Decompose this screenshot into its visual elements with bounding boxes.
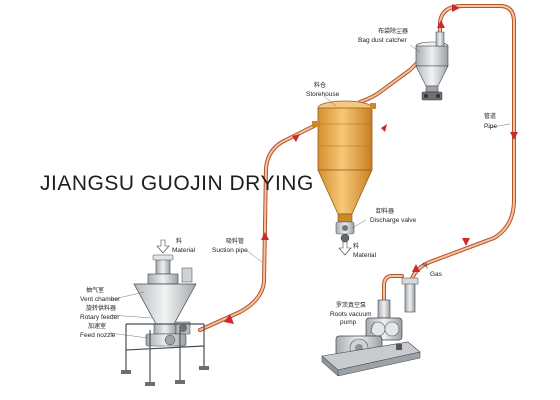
roots-pump-label-en: Roots vacuum xyxy=(330,311,372,318)
watermark-text: JIANGSU GUOJIN DRYING xyxy=(40,172,314,195)
pipe-network xyxy=(198,4,516,332)
arrow-top-right xyxy=(452,4,460,12)
storehouse-to-catcher-pipe xyxy=(358,54,426,104)
suction-pipe-line xyxy=(198,122,320,332)
roots-pump-label-cn: 罗茨真空泵 xyxy=(336,301,366,309)
catcher-vent-pipe xyxy=(382,274,404,302)
roots-vacuum-pump xyxy=(321,277,421,377)
gas-label-en: Gas xyxy=(430,271,443,278)
bag-dust-catcher-label-en: Bag dust catcher xyxy=(358,37,408,44)
bag-dust-catcher xyxy=(415,31,449,101)
material-bottom-label-cn: 料 xyxy=(353,242,359,250)
feed-nozzle-label-en: Feed nozzle xyxy=(80,332,116,339)
arrow-right-lower xyxy=(462,238,470,246)
material-top-label-en: Material xyxy=(172,247,196,254)
arrow-suction-1 xyxy=(224,314,234,324)
pipe-label-cn: 管道 xyxy=(484,112,496,120)
roots-pump-label-en-2: pump xyxy=(340,319,357,326)
pipe-label-en: Pipe xyxy=(484,123,497,130)
storehouse xyxy=(312,100,376,243)
material-outlet-arrow xyxy=(338,241,352,256)
discharge-valve-label-cn: 卸料器 xyxy=(376,207,394,215)
suction-pipe-label-en: Suction pipe xyxy=(212,247,248,254)
arrow-suction-up xyxy=(261,232,269,240)
arrow-pipe-down xyxy=(510,132,518,140)
bag-dust-catcher-label-cn: 布袋除尘器 xyxy=(378,27,408,35)
storehouse-label-cn: 料仓 xyxy=(314,81,326,89)
labels: 布袋除尘器 Bag dust catcher 料仓 Storehouse 管道 … xyxy=(80,27,497,339)
rotary-feeder-label-cn: 旋转供料器 xyxy=(86,304,116,312)
arrow-storehouse-out xyxy=(381,124,387,132)
feed-nozzle-label-cn: 加速室 xyxy=(88,322,106,330)
arrow-gas-up xyxy=(412,264,420,272)
gas-label-cn: 气 xyxy=(422,262,428,270)
material-top-label-cn: 料 xyxy=(176,237,182,245)
rotary-feeder-label-en: Rotary feeder xyxy=(80,314,120,321)
storehouse-label-en: Storehouse xyxy=(306,91,340,98)
discharge-valve-label-en: Discharge valve xyxy=(370,217,417,224)
material-bottom-label-en: Material xyxy=(353,252,377,259)
suction-pipe-label-cn: 吸料管 xyxy=(226,237,244,245)
arrow-top-up xyxy=(437,20,445,28)
rotary-feeder-unit xyxy=(121,239,209,386)
arrow-suction-2 xyxy=(292,134,300,142)
vent-chamber-label-en: Vent chamber xyxy=(80,296,121,303)
leader-lines xyxy=(109,44,511,339)
vent-chamber-label-cn: 抽气室 xyxy=(86,286,104,294)
material-inlet-arrow xyxy=(156,239,170,254)
